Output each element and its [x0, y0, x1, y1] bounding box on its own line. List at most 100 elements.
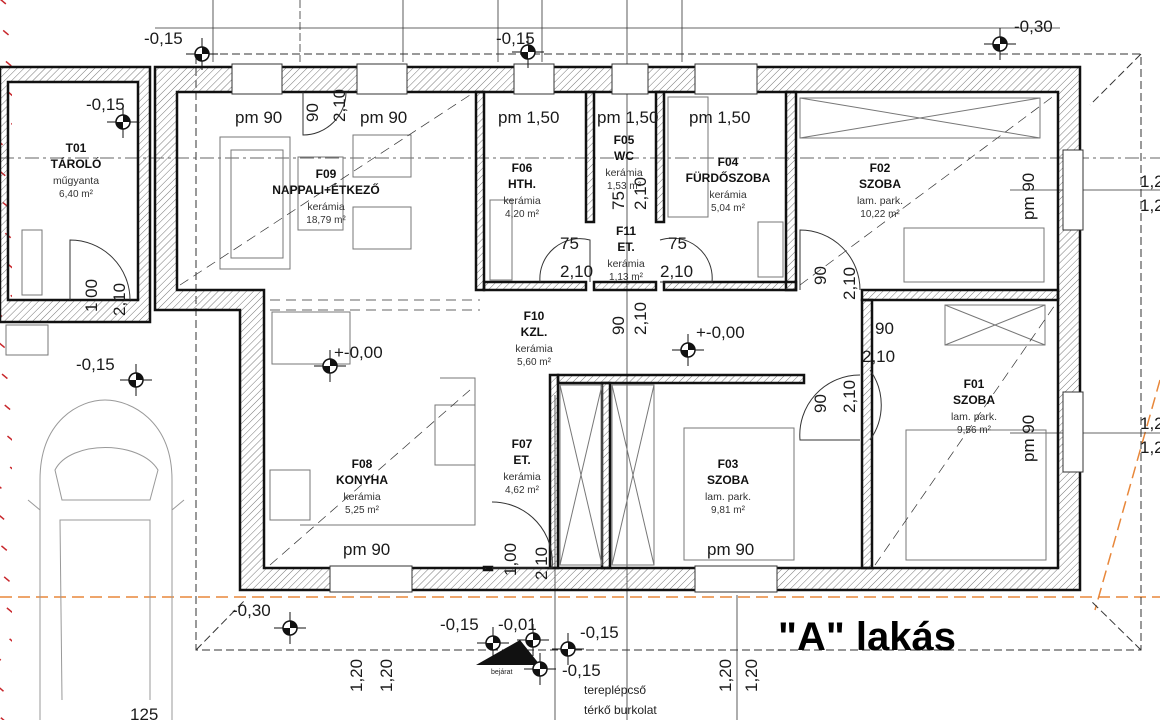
- level-marker: -0,30: [984, 17, 1053, 60]
- room-name: WC: [614, 149, 634, 163]
- room-area: 1,53 m²: [607, 181, 642, 192]
- room-name: SZOBA: [953, 393, 995, 407]
- dimension-label: pm 90: [707, 540, 754, 559]
- level-markers: -0,15 -0,15 -0,30 -0,15 +-0,00 +-0,00 -0,15 -0,…: [76, 17, 1053, 685]
- room-name: HTH.: [508, 177, 536, 191]
- car-outline: [27, 399, 185, 720]
- level-value: -0,15: [144, 29, 183, 48]
- room-material: kerámia: [307, 201, 345, 213]
- room-material: kerámia: [515, 343, 553, 355]
- dimension-label: 1,2: [1140, 414, 1160, 433]
- room-material: kerámia: [343, 491, 381, 503]
- room-code: F10: [524, 309, 545, 323]
- dimension-label: 2,10: [110, 283, 129, 316]
- dimension-label: 90: [811, 394, 830, 413]
- level-value: -0,15: [580, 623, 619, 642]
- room-material: kerámia: [709, 189, 747, 201]
- dimension-label: 125: [130, 705, 158, 720]
- dimension-label: 75: [560, 234, 579, 253]
- room-area: 6,40 m²: [59, 189, 94, 200]
- dimension-label: 2,10: [560, 262, 593, 281]
- level-value: -0,15: [86, 95, 125, 114]
- dimension-label: 2,10: [660, 262, 693, 281]
- apartment-title: "A" lakás: [778, 615, 956, 659]
- dimension-label: 75: [609, 191, 628, 210]
- dimension-label: pm 1,50: [597, 108, 658, 127]
- level-value: +-0,00: [334, 343, 383, 362]
- level-marker: +-0,00: [672, 323, 745, 366]
- level-marker: -0,15: [440, 615, 509, 659]
- doors: [69, 91, 882, 569]
- dimension-label: 1,20: [347, 659, 366, 692]
- guide-lines: [0, 379, 1160, 611]
- dimension-label: 90: [609, 316, 628, 335]
- room-code: F08: [352, 457, 373, 471]
- room-name: KZL.: [521, 325, 548, 339]
- room-area: 4,20 m²: [505, 209, 540, 220]
- room-material: kerámia: [503, 471, 541, 483]
- dimension-label: pm 90: [1019, 173, 1038, 220]
- room-code: F02: [870, 161, 891, 175]
- room-code: F11: [616, 224, 636, 238]
- room-name: KONYHA: [336, 473, 388, 487]
- room-code: F09: [316, 167, 337, 181]
- room-code: F01: [964, 377, 985, 391]
- room-code: F04: [718, 155, 739, 169]
- dimension-label: 2,10: [862, 347, 895, 366]
- level-value: -0,30: [1014, 17, 1053, 36]
- room-name: SZOBA: [707, 473, 749, 487]
- room-material: lam. park.: [857, 195, 903, 207]
- room-material: kerámia: [503, 195, 541, 207]
- entry-stair: [476, 640, 540, 665]
- note-paving: térkő burkolat: [584, 703, 657, 717]
- room-area: 10,22 m²: [860, 209, 900, 220]
- room-area: 5,60 m²: [517, 357, 552, 368]
- dimension-label: 1,20: [742, 659, 761, 692]
- room-area: 9,56 m²: [957, 425, 992, 436]
- room-code: T01: [66, 141, 87, 155]
- room-area: 1,13 m²: [609, 272, 644, 283]
- level-value: -0,15: [76, 355, 115, 374]
- room-area: 5,25 m²: [345, 505, 380, 516]
- dimension-label: pm 90: [343, 540, 390, 559]
- dimension-label: 1,2: [1140, 196, 1160, 215]
- dimension-label: pm 1,50: [498, 108, 559, 127]
- dimension-label: 1,00: [501, 543, 520, 576]
- level-marker: -0,15: [496, 29, 544, 68]
- level-value: -0,30: [232, 601, 271, 620]
- level-marker: -0,15: [144, 29, 218, 70]
- dimension-label: 90: [303, 103, 322, 122]
- level-marker: -0,30: [232, 601, 306, 644]
- room-name: ET.: [513, 453, 530, 467]
- room-material: kerámia: [607, 258, 645, 270]
- dimension-label: 2,10: [631, 302, 650, 335]
- dimension-label: 2,10: [840, 267, 859, 300]
- dimension-label: 1,20: [716, 659, 735, 692]
- level-value: -0,15: [440, 615, 479, 634]
- room-area: 5,04 m²: [711, 203, 746, 214]
- room-name: TÁROLÓ: [51, 156, 102, 171]
- room-name: FÜRDŐSZOBA: [686, 170, 771, 185]
- room-material: műgyanta: [53, 175, 99, 187]
- walls: [0, 65, 1082, 592]
- room-diagonals: [179, 94, 1056, 566]
- room-material: lam. park.: [951, 411, 997, 423]
- dimension-label: 2,10: [631, 177, 650, 210]
- dimension-label: pm 90: [235, 108, 282, 127]
- room-area: 18,79 m²: [306, 215, 346, 226]
- level-marker: -0,01: [498, 615, 549, 656]
- level-value: +-0,00: [696, 323, 745, 342]
- furniture: [5, 96, 1047, 566]
